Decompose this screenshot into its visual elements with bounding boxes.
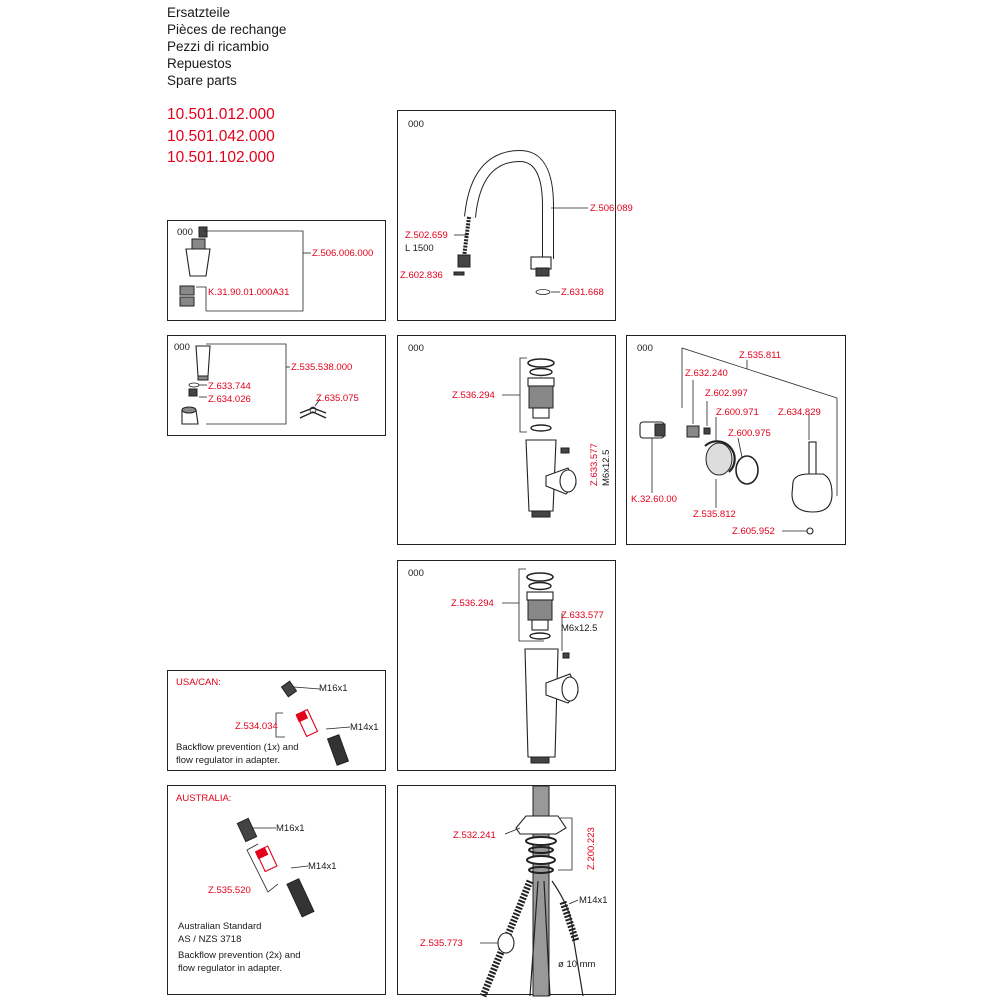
part-label: Z.535.538.000 <box>291 362 352 373</box>
part-label: Z.536.294 <box>452 390 495 401</box>
thread-label: M14x1 <box>308 861 337 872</box>
screw-size-label: M6x12.5 <box>561 623 597 634</box>
panel-aerator: 000 Z.506.006.000 K.31.90.01.000A31 <box>167 220 386 321</box>
part-label: Z.605.952 <box>732 526 775 537</box>
product-code: 10.501.012.000 <box>167 106 275 123</box>
thread-top-shape <box>280 680 298 698</box>
spare-parts-heading: Ersatzteile Pièces de rechange Pezzi di … <box>167 4 286 89</box>
part-label: Z.602.997 <box>705 388 748 399</box>
part-label: Z.633.577 <box>561 610 604 621</box>
part-label: Z.633.577 <box>589 443 600 486</box>
panel-body-2: 000 Z.536.294 Z.633.577 M6x12.5 <box>397 560 616 771</box>
product-code: 10.501.042.000 <box>167 127 275 145</box>
part-label: Z.633.744 <box>208 381 251 392</box>
cartridge-shape <box>527 599 553 621</box>
part-label: Z.535.773 <box>420 938 463 949</box>
clip-shape <box>299 407 327 419</box>
part-label: Z.631.668 <box>561 287 604 298</box>
hose-length-label: L 1500 <box>405 243 434 254</box>
part-label: Z.535.812 <box>693 509 736 520</box>
part-label: Z.506.006.000 <box>312 248 373 259</box>
screw-shape <box>560 447 570 454</box>
panel-body-1: 000 Z.536.294 Z.633.577 M6x12.5 <box>397 335 616 545</box>
cartridge-shape <box>528 385 554 409</box>
insert-shape <box>179 285 195 296</box>
part-label: Z.535.520 <box>208 885 251 896</box>
qty-label: 000 <box>408 343 424 354</box>
thread-top-shape <box>236 817 258 843</box>
part-label: Z.634.829 <box>778 407 821 418</box>
note-line: AS / NZS 3718 <box>178 934 241 945</box>
thread-bottom-shape <box>326 734 350 766</box>
note-line: Backflow prevention (1x) and <box>176 742 299 753</box>
oring-shape <box>188 382 200 388</box>
heading-it: Pezzi di ricambio <box>167 39 270 54</box>
product-code: 10.501.102.000 <box>167 149 275 166</box>
body-shape <box>524 648 559 758</box>
part-label: Z.634.026 <box>208 394 251 405</box>
oring-shape <box>535 289 551 295</box>
panel-lever: 000 Z.535.811 K.32.60.00 Z.632.240 Z.602… <box>626 335 846 545</box>
heading-de: Ersatzteile <box>167 5 231 20</box>
part-label: Z.600.975 <box>728 428 771 439</box>
qty-label: 000 <box>408 568 424 579</box>
diameter-label: ø 10 mm <box>558 959 596 970</box>
supply-hose-right <box>559 900 580 943</box>
qty-label: 000 <box>177 227 193 238</box>
part-label: Z.535.811 <box>739 350 781 361</box>
part-label: Z.632.240 <box>685 368 728 379</box>
qty-label: 000 <box>637 343 653 354</box>
panel-australia: AUSTRALIA: M16x1 Z.535.520 M14x1 Austral… <box>167 785 386 995</box>
panel-usa-can: USA/CAN: M16x1 Z.534.034 M14x1 Backflow … <box>167 670 386 771</box>
oring-shape <box>527 358 555 368</box>
note-line: Australian Standard <box>178 921 261 932</box>
part-label: Z.635.075 <box>316 393 359 404</box>
heading-fr: Pièces de rechange <box>167 22 287 37</box>
screw-size-label: M6x12.5 <box>601 450 612 486</box>
part-label: Z.602.836 <box>400 270 443 281</box>
part-label: Z.506.089 <box>590 203 633 214</box>
part-label: Z.536.294 <box>451 598 494 609</box>
product-codes: 10.501.012.000 10.501.042.000 10.501.102… <box>167 104 275 169</box>
screw-shape <box>562 652 570 659</box>
part-label: Z.534.034 <box>235 721 278 732</box>
thread-label: M16x1 <box>319 683 348 694</box>
qty-label: 000 <box>408 119 424 130</box>
part-label: K.32.60.00 <box>631 494 677 505</box>
thread-bottom-shape <box>286 878 315 918</box>
oring-shape <box>526 572 554 582</box>
hose-graphic <box>462 216 471 258</box>
note-line: flow regulator in adapter. <box>178 963 282 974</box>
aerator-shape <box>185 248 211 277</box>
panel-handspray: 000 Z.535.538.000 Z.633.744 Z.634.026 Z.… <box>167 335 386 436</box>
spout-base <box>530 256 552 270</box>
pin-shape <box>806 527 814 535</box>
part-label: Z.502.659 <box>405 230 448 241</box>
part-label: Z.200.223 <box>586 827 597 870</box>
panel-spout: 000 Z.506.089 Z.502.659 L 1500 Z.602.836… <box>397 110 633 321</box>
panel-mounting: Z.532.241 Z.200.223 Z.535.773 M14x1 ø 10… <box>397 785 616 998</box>
ring-shape <box>704 440 736 473</box>
part-label: K.31.90.01.000A31 <box>208 287 289 298</box>
region-label: AUSTRALIA: <box>176 793 231 804</box>
thread-label: M16x1 <box>276 823 305 834</box>
note-line: Backflow prevention (2x) and <box>178 950 301 961</box>
thread-label: M14x1 <box>579 895 608 906</box>
body-shape <box>525 439 557 512</box>
heading-es: Repuestos <box>167 56 232 71</box>
part-label: Z.532.241 <box>453 830 496 841</box>
bracket-shape <box>515 815 567 835</box>
qty-label: 000 <box>174 342 190 353</box>
cap-shape <box>735 455 759 485</box>
region-label: USA/CAN: <box>176 677 221 688</box>
note-line: flow regulator in adapter. <box>176 755 280 766</box>
thread-label: M14x1 <box>350 722 379 733</box>
spray-head-shape <box>195 345 211 377</box>
heading-en: Spare parts <box>167 73 237 88</box>
part-label: Z.600.971 <box>716 407 759 418</box>
